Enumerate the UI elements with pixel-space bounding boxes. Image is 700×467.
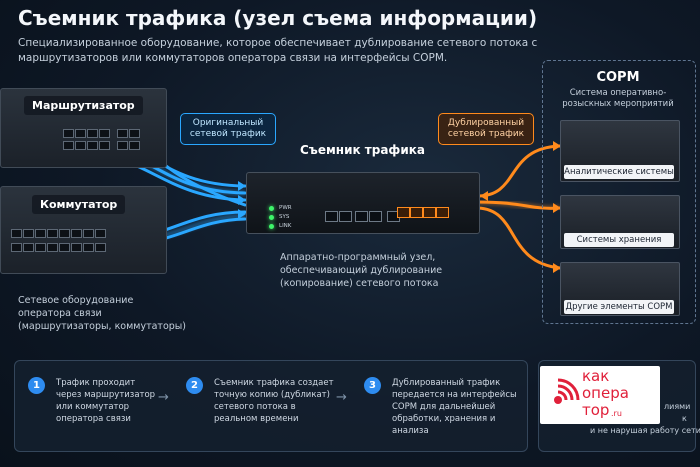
step-text: Дублированный трафик передается на интер…: [392, 378, 517, 436]
logo-line-2: опера: [582, 384, 629, 402]
switch-label: Коммутатор: [32, 195, 126, 214]
step-number: 2: [186, 377, 203, 394]
tap-caption: Аппаратно-программный узел, обеспечивающ…: [280, 252, 443, 289]
sorm-title: СОРМ: [596, 70, 640, 85]
sorm-system-label: Аналитические системы: [564, 165, 674, 179]
led-label-link: LINK: [279, 223, 292, 229]
duplicated-traffic-callout: Дублированный сетевой трафик: [438, 113, 534, 145]
side-note-fragment: лиями: [664, 402, 691, 411]
arrow-right-icon: →: [336, 390, 347, 405]
sorm-system-label: Системы хранения: [564, 233, 674, 247]
sorm-container: [542, 60, 696, 324]
sorm-subtitle: Система оперативно-розыскных мероприятий: [562, 88, 674, 109]
side-note-fragment: и не нарушая работу сети: [590, 426, 700, 435]
step-number: 3: [364, 377, 381, 394]
switch-device: [0, 186, 167, 274]
sys-led-icon: [269, 215, 274, 220]
router-label: Маршрутизатор: [24, 96, 143, 115]
page-title: Съемник трафика (узел съема информации): [18, 6, 538, 30]
page-subtitle: Специализированное оборудование, которое…: [18, 37, 538, 64]
pwr-led-icon: [269, 206, 274, 211]
tap-title: Съемник трафика: [300, 143, 425, 157]
step-number: 1: [28, 377, 45, 394]
original-traffic-callout: Оригинальный сетевой трафик: [180, 113, 276, 145]
step-text: Съемник трафика создает точную копию (ду…: [214, 378, 334, 424]
logo-line-1: как: [582, 367, 610, 385]
link-led-icon: [269, 224, 274, 229]
logo-suffix: .ru: [611, 409, 622, 418]
signal-waves-icon: [554, 378, 580, 404]
logo-line-3: тор: [582, 401, 610, 419]
duplicated-traffic-arrows: [480, 141, 561, 273]
sorm-system-label: Другие элементы СОРМ: [564, 300, 674, 314]
led-label-pwr: PWR: [279, 205, 292, 211]
step-text: Трафик проходит через маршрутизатор или …: [56, 378, 156, 424]
kakoperator-logo[interactable]: как опера тор .ru: [540, 366, 660, 424]
led-label-sys: SYS: [279, 214, 290, 220]
steps-panel: [14, 360, 528, 452]
original-traffic-arrows: [238, 181, 246, 219]
side-note-fragment: к: [682, 414, 687, 423]
arrow-right-icon: →: [158, 390, 169, 405]
traffic-tap-device: PWR SYS LINK: [246, 172, 480, 234]
operator-equipment-caption: Сетевое оборудование оператора связи (ма…: [18, 295, 187, 332]
